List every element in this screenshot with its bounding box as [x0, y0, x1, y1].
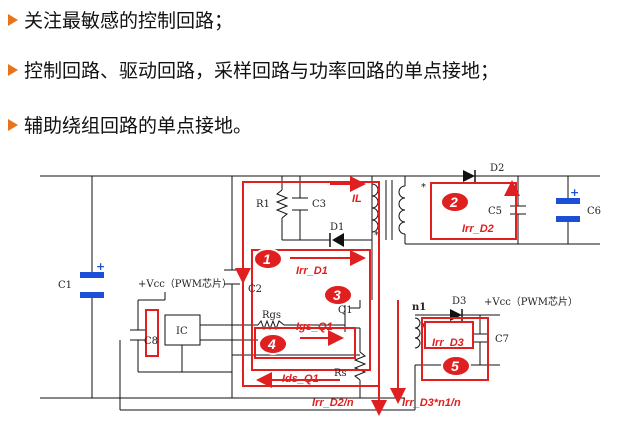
bullet-1-text: 关注最敏感的控制回路； — [24, 10, 234, 32]
label-irr-d1: Irr_D1 — [296, 265, 328, 277]
arrow-bullet-icon — [8, 63, 18, 76]
label-irr-d3-box: Irr_D3 — [432, 337, 464, 349]
label-irr-d2n: Irr_D2/n — [312, 397, 354, 409]
loop-5-number: 5 — [451, 358, 459, 374]
label-c8: C8 — [144, 336, 158, 347]
svg-text:*: * — [374, 230, 379, 241]
svg-text:*: * — [421, 182, 426, 193]
label-rgs: Rgs — [262, 310, 281, 321]
label-irr-d3: Irr_D3*n1/n — [402, 397, 461, 409]
transformer — [371, 180, 421, 349]
label-d3: D3 — [452, 296, 466, 307]
label-c7: C7 — [495, 334, 509, 345]
loop-1-number: 1 — [263, 251, 271, 267]
loop-3-marker — [323, 284, 353, 306]
bullet-1: 关注最敏感的控制回路； — [8, 6, 233, 33]
loop-4-marker — [258, 333, 288, 355]
loop-5-marker — [441, 355, 471, 377]
arrow-bullet-icon — [8, 118, 18, 131]
loop-2-number: 2 — [449, 194, 458, 210]
label-c1: C1 — [58, 280, 72, 291]
label-irr-d2: Irr_D2 — [462, 223, 494, 235]
current-paths — [145, 176, 520, 416]
c1-polarized-cap: + — [80, 260, 105, 298]
label-n1: n1 — [412, 302, 426, 313]
loop-2-marker — [440, 191, 470, 213]
label-d1: D1 — [330, 222, 344, 233]
bullet-3: 辅助绕组回路的单点接地。 — [8, 111, 252, 138]
diode-d3 — [450, 309, 463, 321]
current-labels: IL Irr_D1 Igs_Q1 Ids_Q1 Irr_D2/n Irr_D3*… — [282, 193, 494, 409]
label-il: IL — [352, 193, 362, 205]
svg-text:+: + — [570, 186, 579, 199]
label-vcc-left: +Vcc（PWM芯片） — [138, 277, 232, 290]
bullet-2: 控制回路、驱动回路，采样回路与功率回路的单点接地； — [8, 56, 499, 83]
label-c3: C3 — [312, 199, 326, 210]
loop-markers: 1 2 3 4 5 — [253, 191, 471, 377]
label-r1: R1 — [256, 199, 270, 210]
loop-4-number: 4 — [267, 336, 276, 352]
loop-3-number: 3 — [333, 287, 341, 303]
label-rs: Rs — [334, 368, 347, 379]
label-vcc-right: +Vcc（PWM芯片） — [484, 295, 578, 308]
label-c2: C2 — [248, 284, 262, 295]
component-labels: C1 C2 C3 C5 C6 C7 C8 R1 Rgs Rs Q1 D1 D2 … — [58, 163, 601, 379]
svg-text:*: * — [421, 322, 426, 333]
loop-1-marker — [253, 248, 283, 270]
label-c6: C6 — [587, 206, 601, 217]
label-ic: IC — [176, 326, 188, 337]
svg-text:+: + — [96, 260, 105, 273]
bullet-2-text: 控制回路、驱动回路，采样回路与功率回路的单点接地； — [24, 60, 500, 82]
label-igs-q1: Igs_Q1 — [296, 321, 333, 333]
label-ids-q1: Ids_Q1 — [282, 373, 319, 385]
label-c5: C5 — [488, 206, 502, 217]
diode-d1 — [329, 233, 344, 247]
label-q1: Q1 — [338, 305, 353, 316]
arrow-bullet-icon — [8, 13, 18, 26]
bullet-3-text: 辅助绕组回路的单点接地。 — [24, 115, 253, 137]
label-d2: D2 — [490, 163, 504, 174]
diode-d2 — [463, 170, 476, 182]
c6-polarized-cap: + — [556, 186, 580, 222]
